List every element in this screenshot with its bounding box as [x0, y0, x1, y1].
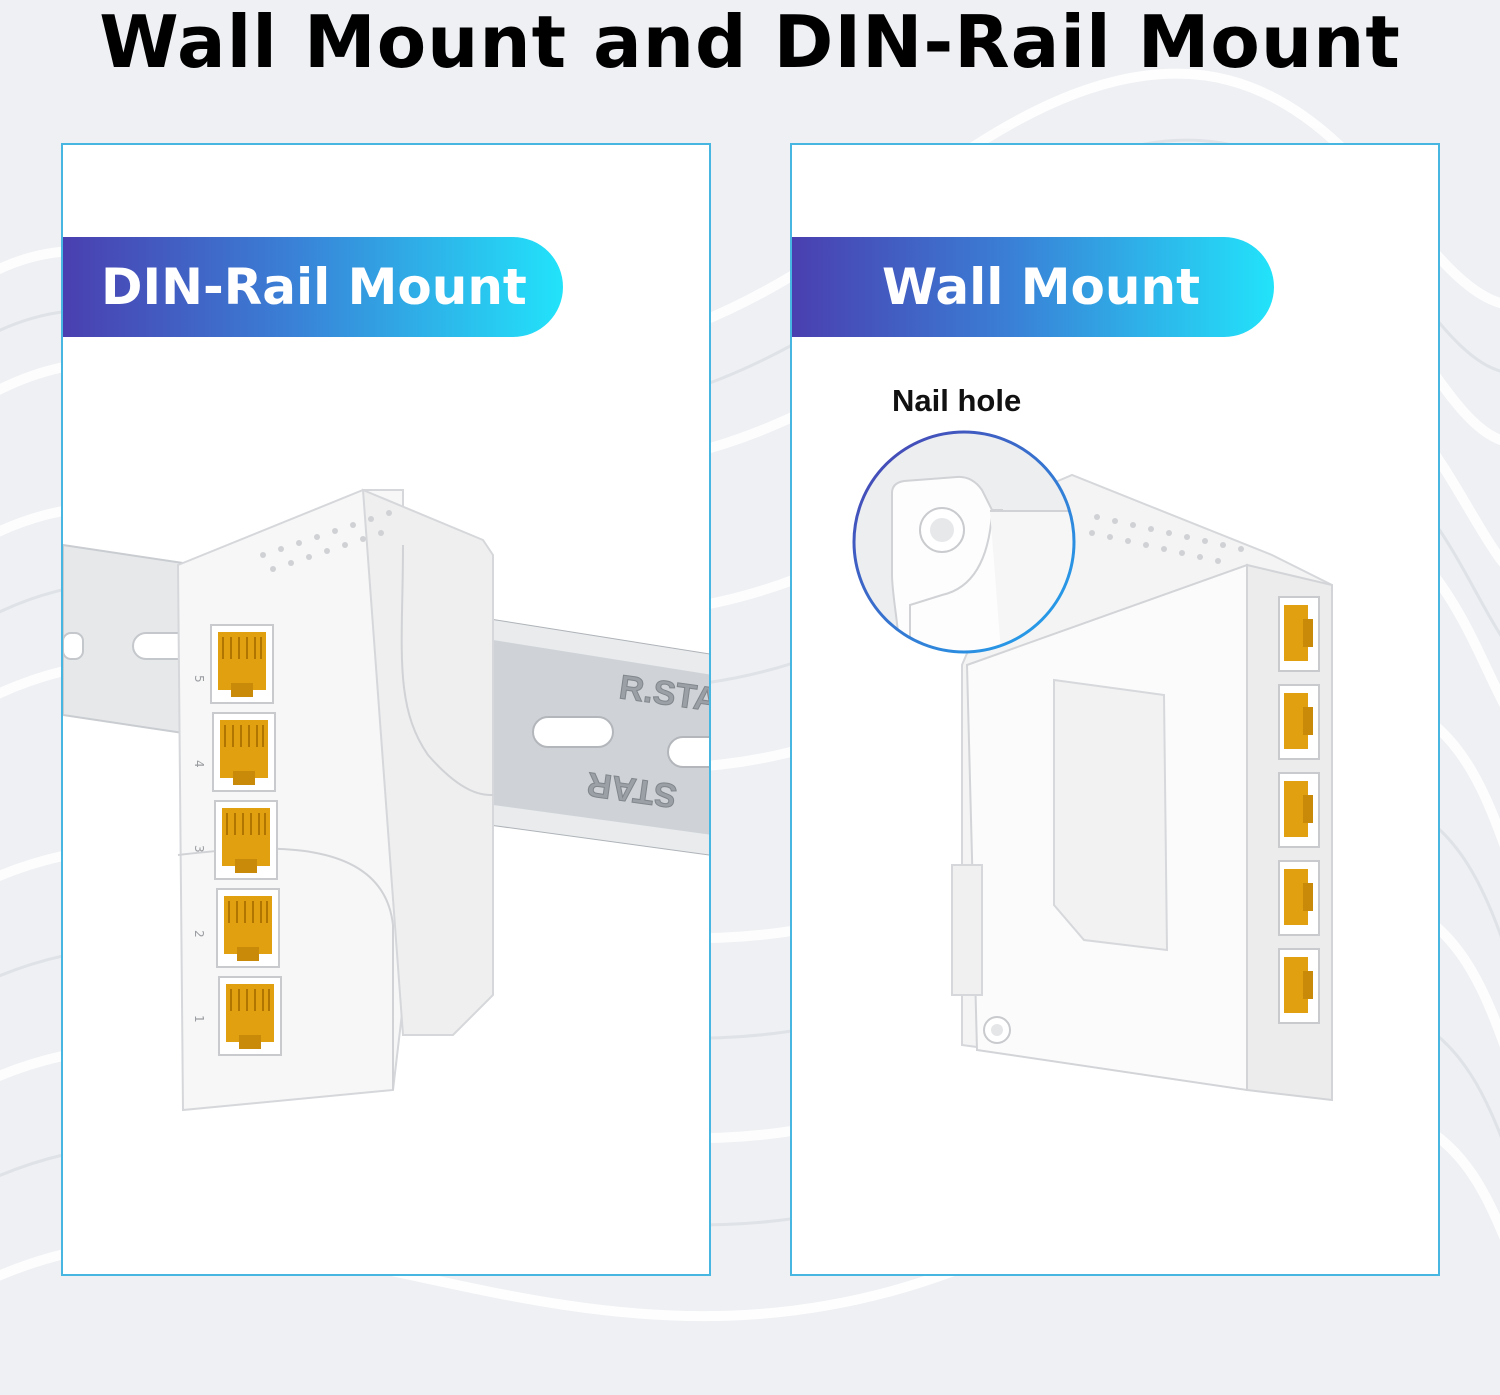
- side-rj45-ports: [1278, 596, 1320, 1024]
- din-rail-mount-banner: DIN-Rail Mount: [63, 237, 563, 337]
- din-rail-product-image: R.STA STAR 5 4 3 2 1: [63, 488, 709, 1112]
- port-label-5: 5: [192, 675, 206, 683]
- wall-mount-banner: Wall Mount: [792, 237, 1274, 337]
- port-label-3: 3: [192, 845, 206, 853]
- wall-mount-product-image: [852, 430, 1333, 1102]
- port-label-1: 1: [192, 1015, 206, 1023]
- nail-hole-label: Nail hole: [892, 383, 1022, 418]
- nail-hole-callout: [852, 430, 1076, 654]
- din-rail-panel: R.STA STAR 5 4 3 2 1: [61, 143, 711, 1276]
- wall-mount-panel: Wall Mount Nail hole: [790, 143, 1440, 1276]
- page-title: Wall Mount and DIN-Rail Mount: [99, 0, 1401, 84]
- port-label-4: 4: [192, 760, 206, 768]
- rj45-ports: [210, 624, 282, 1056]
- port-label-2: 2: [192, 930, 206, 938]
